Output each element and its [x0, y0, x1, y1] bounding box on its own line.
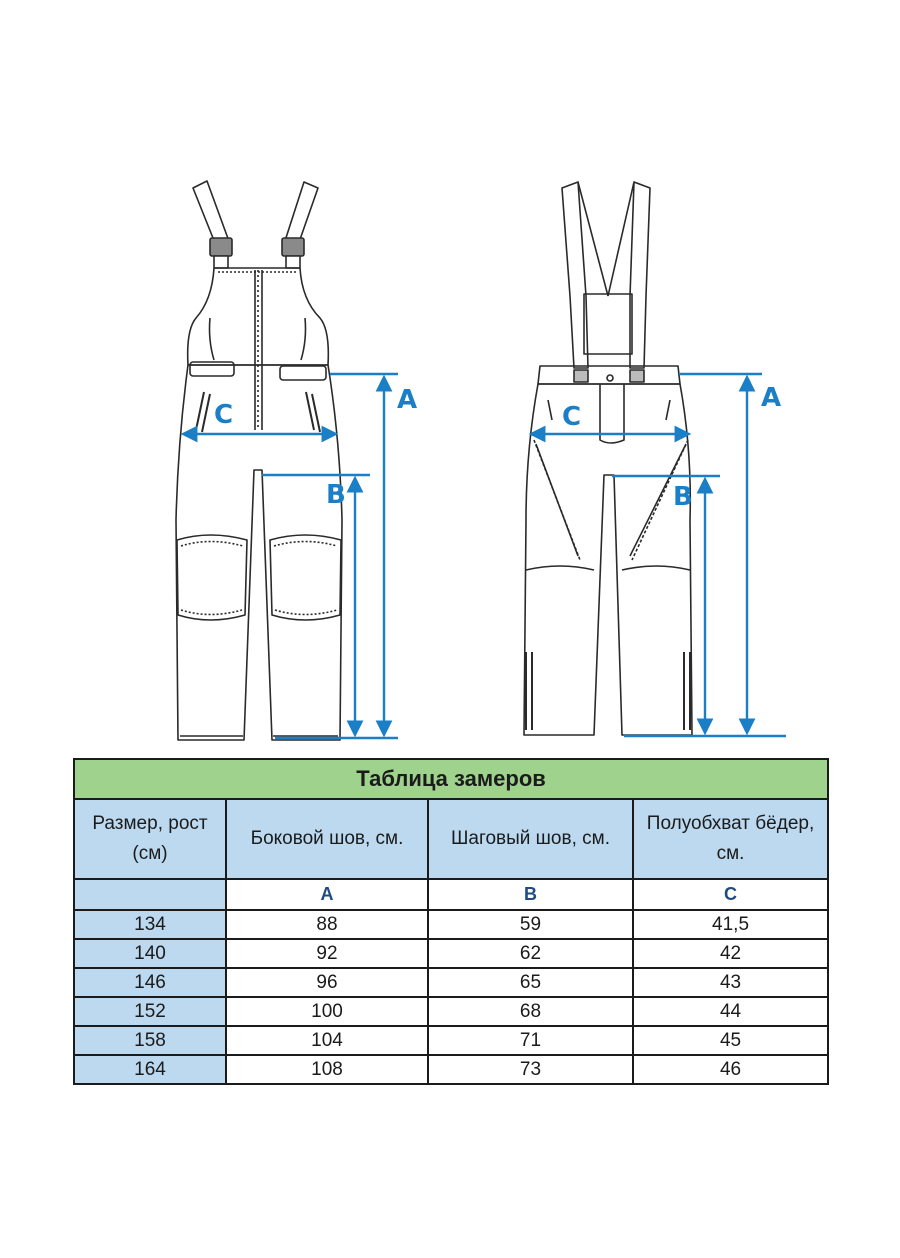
front-label-c: C	[214, 400, 233, 430]
table-header-row: Размер, рост (см) Боковой шов, см. Шагов…	[73, 798, 830, 880]
header-half-hip: Полуобхват бёдер, см.	[631, 798, 830, 880]
front-zipper	[254, 270, 263, 430]
front-right-pocket-flap	[279, 365, 327, 381]
cell-inseam: 62	[427, 938, 634, 969]
header-side-seam: Боковой шов, см.	[225, 798, 429, 880]
cell-size: 146	[73, 967, 227, 998]
front-right-buckle	[281, 237, 305, 257]
front-measurements	[180, 372, 398, 740]
table-row: 164 108 73 46	[73, 1054, 830, 1085]
header-inseam: Шаговый шов, см.	[427, 798, 634, 880]
back-legs	[523, 383, 693, 736]
front-label-a: A	[397, 385, 417, 415]
back-right-strap	[629, 181, 651, 369]
measurement-diagram: A B C A B C	[175, 180, 786, 741]
back-label-b: B	[673, 482, 693, 512]
table-title: Таблица замеров	[72, 758, 830, 800]
cell-inseam: 59	[427, 909, 634, 940]
measurement-table: Таблица замеров Размер, рост (см) Боково…	[72, 758, 830, 1085]
cell-inseam: 68	[427, 996, 634, 1027]
table-letter-row: A B C	[73, 878, 830, 911]
front-left-pocket-flap	[189, 361, 235, 377]
table-row: 146 96 65 43	[73, 967, 830, 998]
letter-b: B	[427, 878, 634, 911]
cell-size: 158	[73, 1025, 227, 1056]
cell-side-seam: 104	[225, 1025, 429, 1056]
table-row: 158 104 71 45	[73, 1025, 830, 1056]
cell-inseam: 71	[427, 1025, 634, 1056]
cell-size: 152	[73, 996, 227, 1027]
cell-half-hip: 45	[631, 1025, 830, 1056]
back-strap-panel	[583, 293, 633, 355]
header-size: Размер, рост (см)	[73, 798, 227, 880]
cell-side-seam: 108	[225, 1054, 429, 1085]
cell-half-hip: 43	[631, 967, 830, 998]
table-row: 140 92 62 42	[73, 938, 830, 969]
table-row: 152 100 68 44	[73, 996, 830, 1027]
back-label-c: C	[562, 402, 581, 432]
front-view-overalls	[175, 180, 343, 741]
cell-inseam: 73	[427, 1054, 634, 1085]
cell-size: 134	[73, 909, 227, 940]
cell-half-hip: 41,5	[631, 909, 830, 940]
letter-a: A	[225, 878, 429, 911]
back-view-overalls	[523, 181, 693, 736]
cell-half-hip: 44	[631, 996, 830, 1027]
back-label-a: A	[761, 383, 781, 413]
table-row: 134 88 59 41,5	[73, 909, 830, 940]
cell-side-seam: 100	[225, 996, 429, 1027]
cell-inseam: 65	[427, 967, 634, 998]
front-left-buckle	[209, 237, 233, 257]
back-measurements	[528, 372, 786, 738]
cell-size: 164	[73, 1054, 227, 1085]
letter-c: C	[631, 878, 830, 911]
cell-size: 140	[73, 938, 227, 969]
cell-side-seam: 88	[225, 909, 429, 940]
front-left-knee-pad	[176, 534, 248, 621]
cell-half-hip: 42	[631, 938, 830, 969]
front-right-knee-pad	[269, 534, 342, 621]
letter-blank	[73, 878, 227, 911]
cell-side-seam: 96	[225, 967, 429, 998]
cell-half-hip: 46	[631, 1054, 830, 1085]
front-label-b: B	[326, 480, 346, 510]
cell-side-seam: 92	[225, 938, 429, 969]
